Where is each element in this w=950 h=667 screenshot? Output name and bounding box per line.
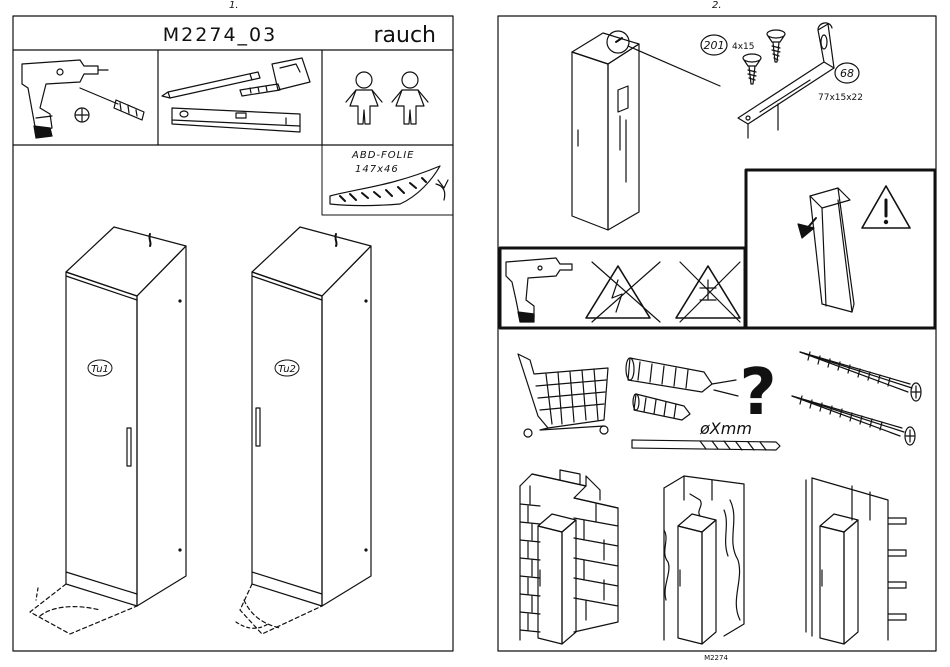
cabinet-2: Tu2 xyxy=(236,227,371,634)
two-persons-icon xyxy=(346,72,428,124)
question-mark: ? xyxy=(739,356,776,430)
wood-screw-icon xyxy=(792,396,915,445)
no-electric-wire-icon xyxy=(586,262,660,322)
pencil-icon xyxy=(162,72,260,98)
foil-sheet-box: ABD-FOLIE 147x46 xyxy=(322,145,453,215)
angle-bracket-icon xyxy=(738,23,834,138)
brick-wall-icon xyxy=(520,470,618,640)
plasterboard-wall-icon xyxy=(664,476,744,640)
tipping-cabinet-icon xyxy=(798,188,854,312)
screw-size: 4x15 xyxy=(732,42,755,52)
screwdriver-icon xyxy=(80,88,144,120)
wall-plug-icon xyxy=(633,394,690,420)
wood-screw-icon xyxy=(800,352,921,401)
model-number: M2274_03 xyxy=(163,24,277,46)
cabinet-1: Tu1 xyxy=(30,227,186,634)
small-cabinet-3 xyxy=(820,514,858,644)
drill-bit-icon xyxy=(632,440,780,450)
footer-code: M2274 xyxy=(704,654,728,662)
drill-icon xyxy=(22,60,108,138)
stud-wall-icon xyxy=(806,478,906,640)
screw-icon xyxy=(743,30,785,84)
page2: 201 4x15 68 77x15x22 xyxy=(498,16,936,662)
no-water-pipe-icon xyxy=(676,262,740,322)
tipping-warning-box xyxy=(746,170,935,328)
page1: M2274_03 rauch xyxy=(13,16,453,651)
bracket-size: 77x15x22 xyxy=(818,93,863,103)
spirit-level-icon xyxy=(172,108,300,132)
small-cabinet-1 xyxy=(538,514,576,644)
page2-frame xyxy=(498,16,936,651)
phillips-head-icon xyxy=(75,108,89,122)
cabinet-bracket-view xyxy=(572,31,720,230)
drill-icon xyxy=(506,258,572,322)
door-label-1: Tu1 xyxy=(91,364,109,375)
warning-triangle-icon xyxy=(862,186,910,228)
foil-size: 147x46 xyxy=(355,164,399,175)
shopping-cart-icon xyxy=(518,354,608,437)
foil-label: ABD-FOLIE xyxy=(351,150,414,161)
screw-code: 201 xyxy=(704,39,725,52)
brand-logo: rauch xyxy=(373,23,436,48)
door-label-2: Tu2 xyxy=(278,364,296,375)
small-cabinet-2 xyxy=(678,514,716,644)
bracket-code: 68 xyxy=(840,67,854,80)
wall-plug-icon xyxy=(626,358,738,396)
